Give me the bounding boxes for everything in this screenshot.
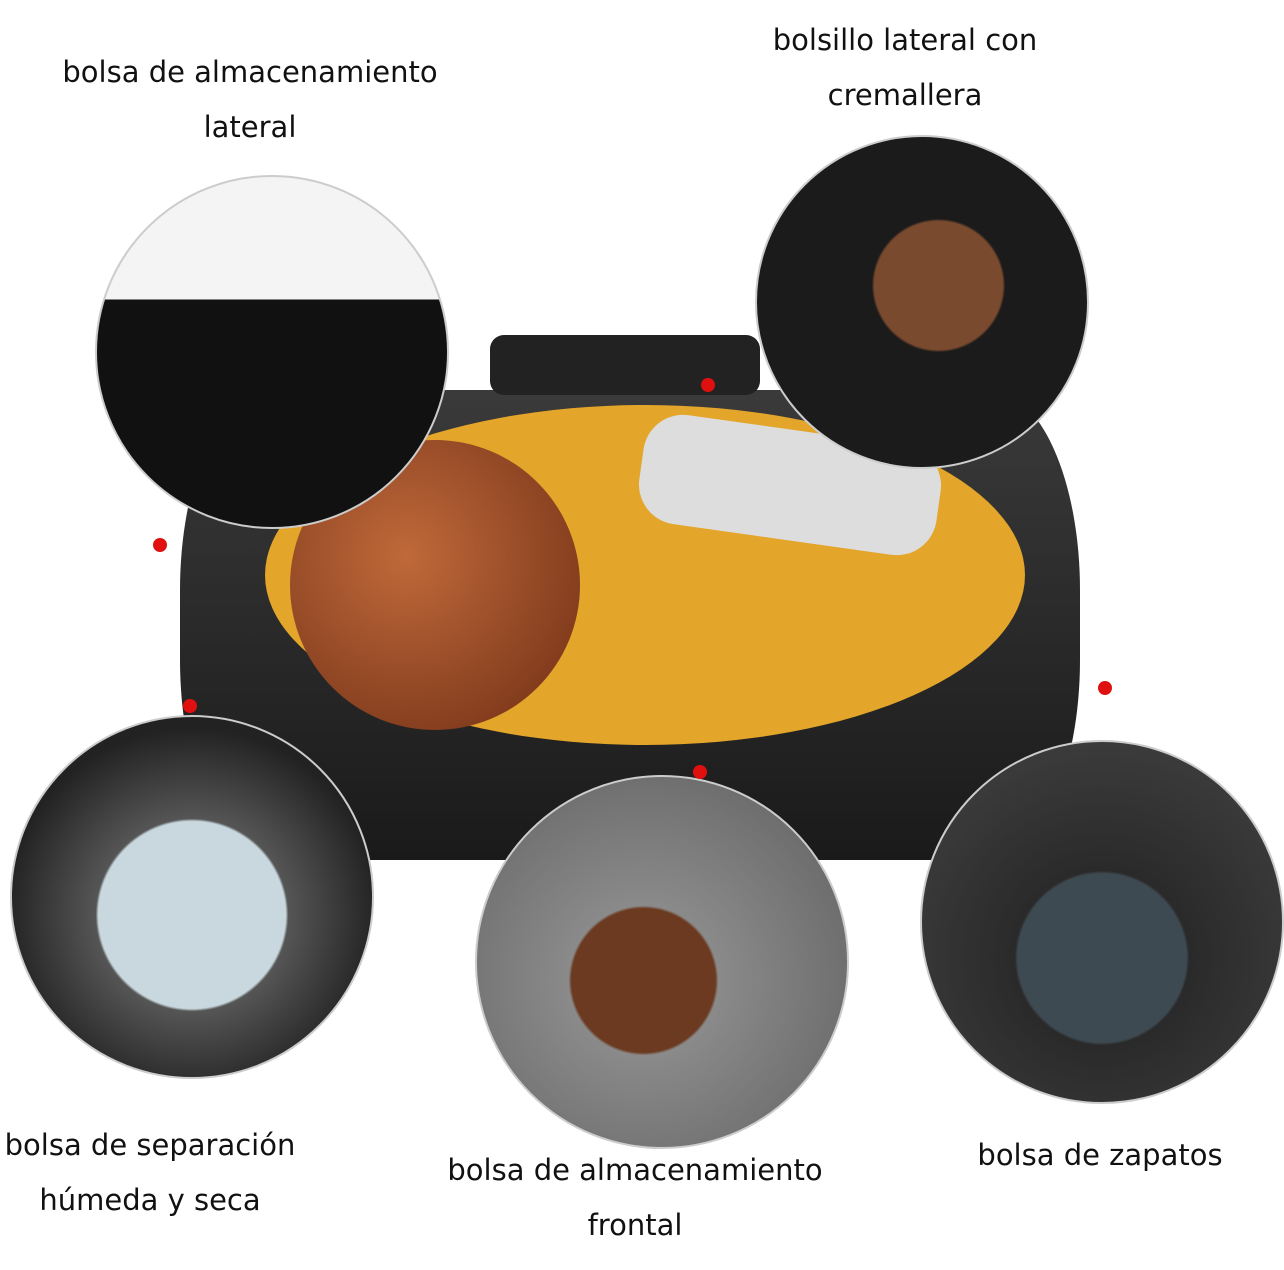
marker-dot [701,378,715,392]
detail-side-zip-pocket [755,135,1089,469]
label-side-storage: bolsa de almacenamiento lateral [0,45,510,155]
bag-handle [490,335,760,395]
label-line: bolsa de separación [4,1128,296,1162]
label-line: cremallera [827,78,983,112]
label-line: bolsa de almacenamiento [62,55,438,89]
label-line: lateral [203,110,297,144]
label-shoes: bolsa de zapatos [840,1128,1284,1183]
label-line: húmeda y seca [39,1183,261,1217]
label-front-storage: bolsa de almacenamiento frontal [375,1143,895,1253]
detail-shoe-pocket [920,740,1284,1104]
marker-dot [693,765,707,779]
detail-side-mesh-pocket [95,175,449,529]
detail-front-pocket [475,775,849,1149]
label-line: bolsa de almacenamiento [447,1153,823,1187]
label-side-zip-pocket: bolsillo lateral con cremallera [645,13,1165,123]
label-line: bolsa de zapatos [977,1138,1223,1172]
label-line: frontal [587,1208,683,1242]
label-line: bolsillo lateral con [772,23,1038,57]
marker-dot [183,699,197,713]
label-wet-dry: bolsa de separación húmeda y seca [0,1118,410,1228]
detail-wet-dry-pocket [10,715,374,1079]
marker-dot [1098,681,1112,695]
marker-dot [153,538,167,552]
